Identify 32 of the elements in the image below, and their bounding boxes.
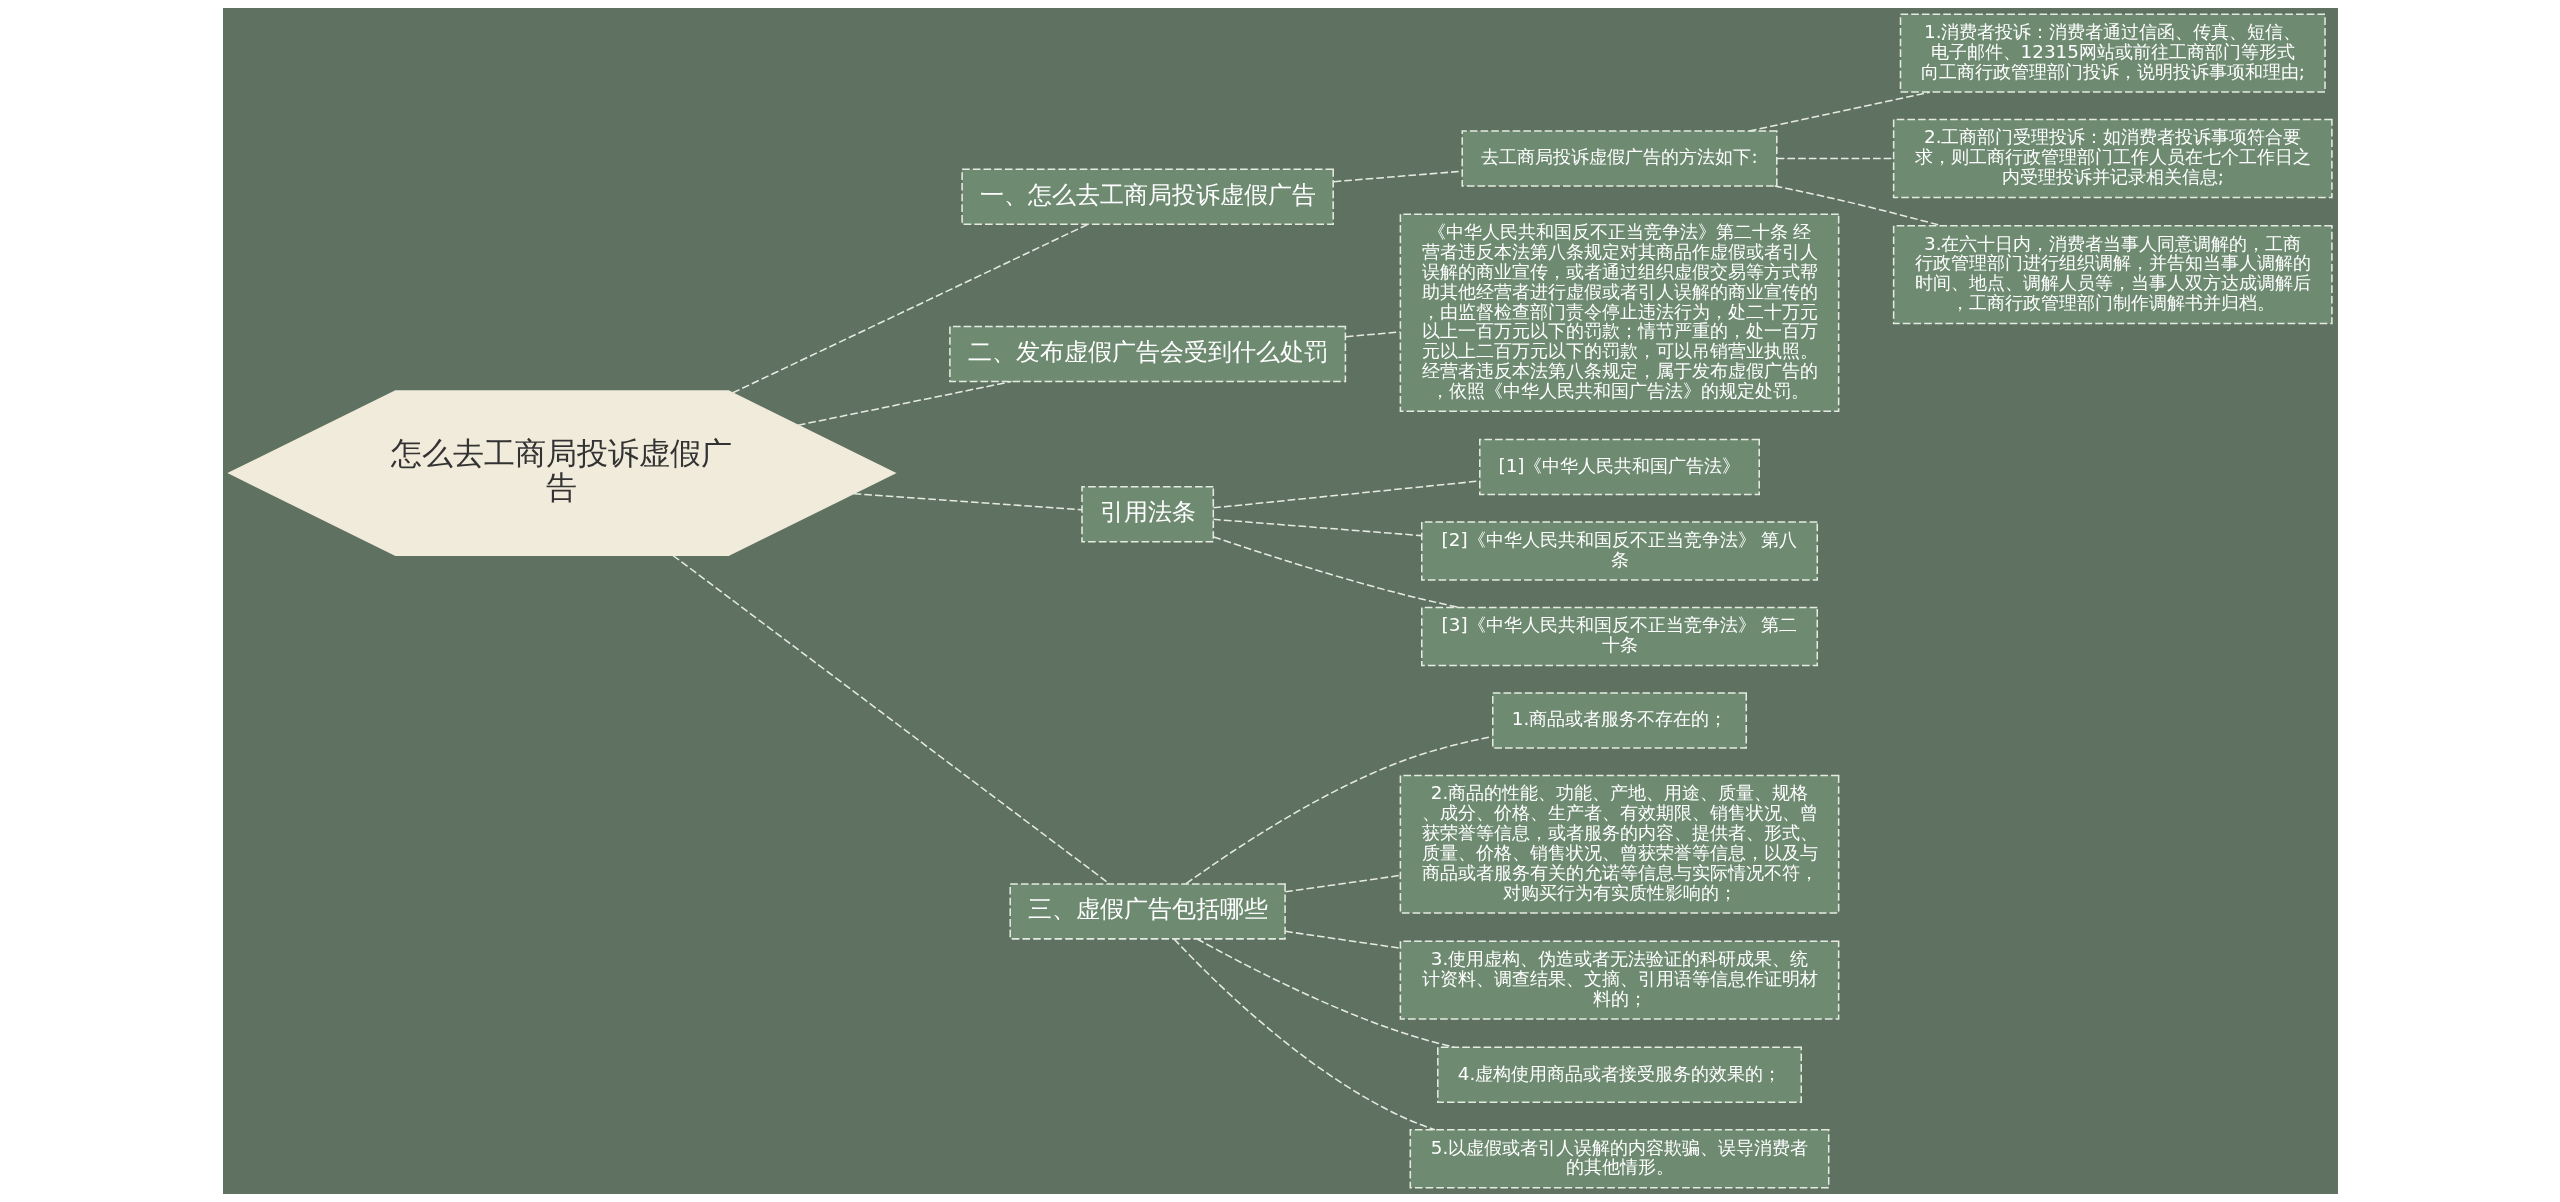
connector (1344, 331, 1401, 338)
connector (731, 223, 1088, 394)
node-box: 二、发布虚假广告会受到什么处罚 (948, 325, 1346, 383)
node-box: 一、怎么去工商局投诉虚假广告 (960, 168, 1334, 225)
node-box: [3]《中华人民共和国反不正当竞争法》 第二十条 (1420, 606, 1818, 667)
node-box: 引用法条 (1080, 486, 1214, 543)
connector (1172, 938, 1436, 1131)
node-box: [1]《中华人民共和国广告法》 (1478, 438, 1760, 496)
connector (671, 554, 1110, 885)
connector (1747, 91, 1931, 132)
connector (796, 380, 1012, 426)
node-box: 3.在六十日内，消费者当事人同意调解的，工商行政管理部门进行组织调解，并告知当事人调解的时间、地点、调解人员等，当事人双方达成调解后，工商行政管理部门制作调解书并归档。 (1892, 224, 2333, 325)
connector (1284, 930, 1401, 949)
connector (1284, 874, 1401, 893)
node-box: 《中华人民共和国反不正当竞争法》第二十条 经营者违反本法第八条规定对其商品作虚假或者引人误解的商业宣传，或者通过组织虚假交易等方式帮助其他经营者进行虚假或者引人误解的商业宣传的，由监督检查部门责令停止违法行为，处二十万元以上一百万元以下的罚款；情节严重的，处一百万元以上二百万元以下的罚款，可以吊销营业执照。经营者违反本法第八条规定，属于发布虚假广告的，依照《中华人民共和国广告法》的规定处罚。 (1399, 213, 1839, 413)
connector (1332, 170, 1462, 183)
node-box: [2]《中华人民共和国反不正当竞争法》 第八条 (1420, 521, 1818, 581)
connector (1212, 518, 1422, 537)
node-box: 去工商局投诉虚假广告的方法如下: (1460, 130, 1778, 187)
node-box: 三、虚假广告包括哪些 (1008, 883, 1286, 940)
connector (852, 492, 1083, 511)
node-box: 2.工商部门受理投诉：如消费者投诉事项符合要求，则工商行政管理部门工作人员在七个工作日之内受理投诉并记录相关信息; (1892, 118, 2333, 199)
node-box: 1.商品或者服务不存在的； (1491, 692, 1747, 749)
connector (1212, 480, 1480, 509)
node-box: 2.商品的性能、功能、产地、用途、质量、规格、成分、价格、生产者、有效期限、销售状况、曾获荣誉等信息，或者服务的内容、提供者、形式、质量、价格、销售状况、曾获荣誉等信息，以及与商品或者服务有关的允诺等信息与实际情况不符，对购买行为有实质性影响的； (1399, 774, 1839, 914)
connector (1775, 157, 1894, 160)
connector (1195, 938, 1455, 1048)
node-box: 5.以虚假或者引人误解的内容欺骗、误导消费者的其他情形。 (1409, 1129, 1829, 1189)
node-box: 3.使用虚构、伪造或者无法验证的科研成果、统计资料、调查结果、文摘、引用语等信息作证明材料的； (1399, 940, 1839, 1020)
connector (1212, 536, 1460, 609)
node-box: 1.消费者投诉：消费者通过信函、传真、短信、电子邮件、12315网站或前往工商部门等形式向工商行政管理部门投诉，说明投诉事项和理由; (1899, 13, 2326, 93)
node-box: 4.虚构使用商品或者接受服务的效果的； (1436, 1046, 1802, 1104)
